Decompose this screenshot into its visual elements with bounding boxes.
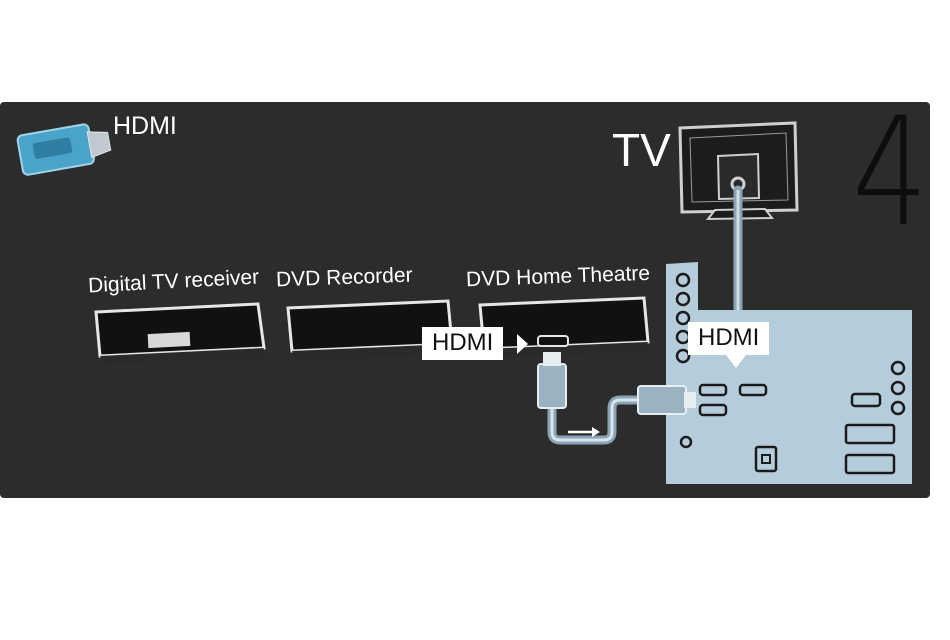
hdmi-tv-tag: HDMI: [688, 322, 769, 355]
scart-port-icon: [148, 332, 191, 348]
dvd-home-theatre: [480, 298, 648, 358]
digital-tv-receiver: [96, 304, 264, 364]
connector-type-label: HDMI: [113, 114, 177, 139]
hdmi-connector-icon: [17, 121, 113, 176]
hdmi-source-tag: HDMI: [422, 327, 503, 360]
tv-back-panel: [666, 262, 912, 484]
hdmi-port-3: [700, 405, 726, 415]
hdmi-port-2: [740, 385, 766, 395]
hdmi-plug-tv: [638, 386, 686, 414]
step-number: 4: [852, 98, 928, 248]
hdmi-plug-source: [538, 364, 566, 408]
tv-label: TV: [612, 127, 671, 173]
hdmi-port-1: [700, 385, 726, 395]
hdmi-out-port-icon: [538, 336, 568, 346]
device-label-dvd-recorder: DVD Recorder: [276, 265, 413, 291]
